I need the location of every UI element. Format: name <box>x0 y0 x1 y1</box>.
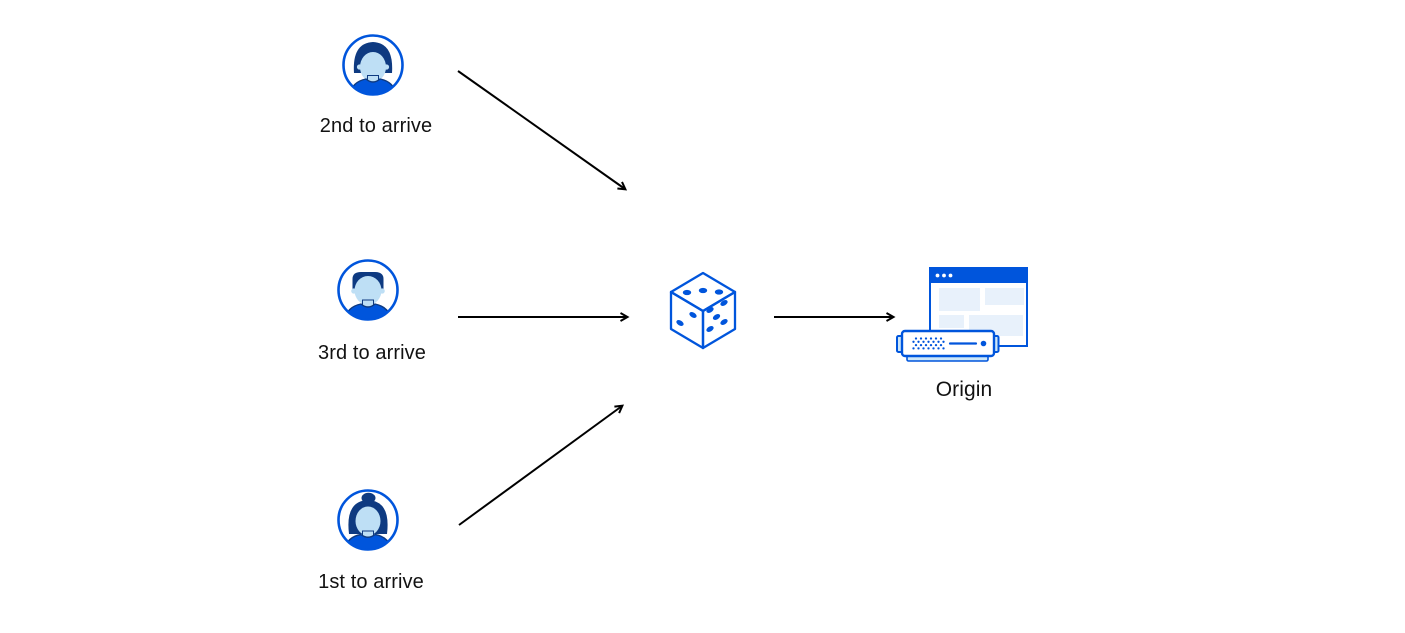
visitor-label-bottom: 1st to arrive <box>318 571 424 593</box>
visitor-label-middle: 3rd to arrive <box>317 342 426 364</box>
arrow-visitor-top-to-dice <box>457 70 628 191</box>
male-user-avatar-icon <box>342 34 404 96</box>
origin-label: Origin <box>935 378 993 401</box>
selector-node <box>667 269 739 356</box>
dice-right-face-dots <box>706 300 728 332</box>
male-user-avatar-icon <box>337 259 399 321</box>
server-status-led <box>980 340 987 347</box>
browser-window-icon <box>929 267 1028 347</box>
dice-top-face-dots <box>682 287 724 296</box>
visitor-node-top <box>341 33 405 102</box>
arrow-visitor-bottom-to-dice <box>458 404 625 526</box>
dice-left-face-dots <box>676 312 697 326</box>
visitor-node-middle <box>336 258 400 327</box>
server-icon <box>896 329 1000 362</box>
visitor-node-bottom <box>336 488 400 557</box>
server-vent-dots <box>912 337 945 350</box>
visitor-label-top: 2nd to arrive <box>319 115 433 137</box>
dice-icon <box>669 271 737 350</box>
female-user-avatar-icon <box>337 489 399 551</box>
origin-server-icon <box>896 267 1028 362</box>
origin-node <box>894 262 1030 371</box>
